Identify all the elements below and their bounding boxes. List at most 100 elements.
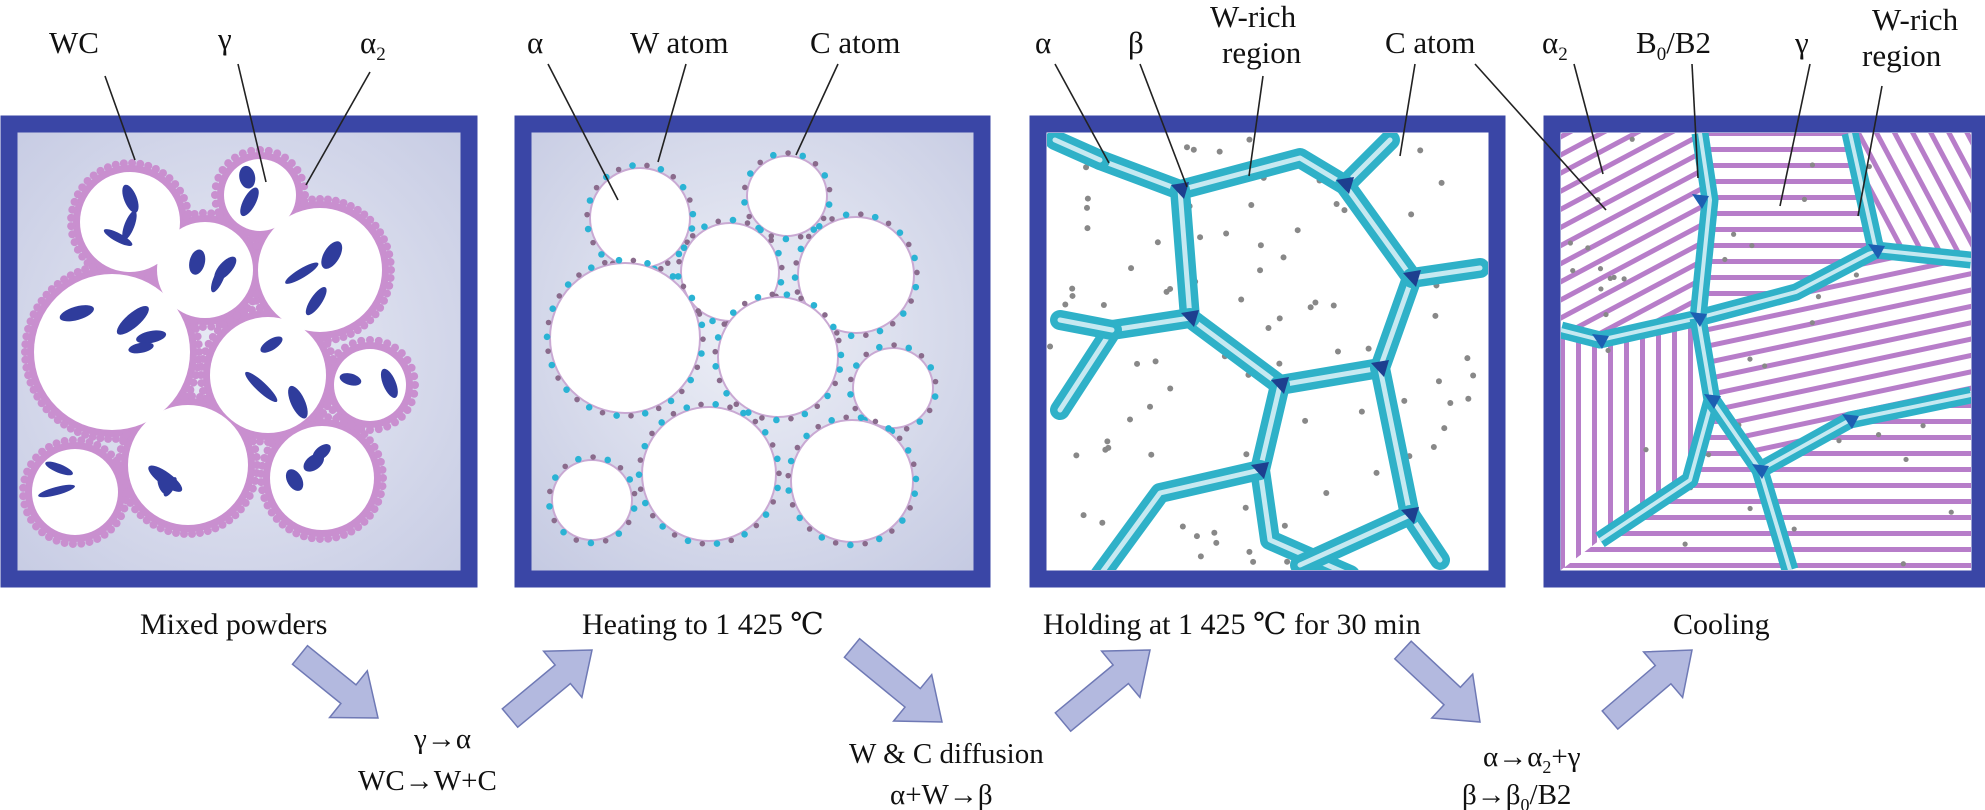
- panel-mixed-powders: [0, 115, 478, 588]
- rim-bead: [60, 538, 69, 547]
- rim-bead: [260, 453, 269, 462]
- w-atom: [613, 412, 620, 419]
- c-atom: [1341, 207, 1348, 214]
- c-atom: [562, 463, 569, 470]
- rim-bead: [27, 460, 36, 469]
- c-atom: [628, 412, 634, 419]
- c-atom: [733, 401, 740, 408]
- c-atom: [1900, 561, 1906, 567]
- c-atom: [910, 461, 917, 468]
- w-rich-region: [1171, 182, 1189, 199]
- rim-bead: [218, 520, 227, 529]
- rim-bead: [323, 195, 332, 204]
- rim-bead: [19, 483, 28, 492]
- alpha-particle: [797, 216, 915, 334]
- w-atom: [830, 323, 837, 331]
- rim-bead: [211, 524, 220, 533]
- rim-bead: [376, 490, 385, 499]
- c-atom: [1722, 256, 1728, 263]
- c-atom: [1083, 204, 1090, 211]
- rim-bead: [68, 539, 77, 548]
- c-atom: [794, 289, 801, 295]
- rim-bead: [128, 159, 137, 168]
- w-atom: [824, 392, 831, 400]
- rim-bead: [219, 320, 228, 329]
- rim-bead: [324, 398, 333, 407]
- alpha-particles: [543, 150, 939, 549]
- c-atom: [637, 457, 644, 463]
- rim-bead: [231, 511, 240, 520]
- rim-bead: [136, 511, 145, 520]
- c-atom: [1465, 395, 1472, 402]
- c-atom: [863, 351, 870, 358]
- leader-lines: [104, 63, 1883, 217]
- c-atom: [1047, 343, 1054, 350]
- c-atom: [1134, 360, 1141, 367]
- w-atom: [642, 499, 649, 507]
- rim-bead: [365, 436, 374, 445]
- wc-particle: [305, 286, 327, 316]
- rim-bead: [251, 445, 260, 454]
- rim-bead: [96, 261, 105, 270]
- c-atom: [1280, 254, 1287, 261]
- c-atom: [1248, 202, 1255, 209]
- rim-bead: [144, 161, 153, 170]
- c-atom: [832, 540, 839, 546]
- process-arrow: [501, 649, 593, 729]
- rim-bead: [172, 528, 181, 537]
- c-atom: [590, 239, 596, 246]
- rim-bead: [287, 159, 296, 168]
- alpha-particle: [641, 406, 777, 542]
- rim-bead: [391, 343, 400, 352]
- rim-bead: [81, 265, 90, 274]
- powder-particle: [334, 349, 406, 421]
- rim-bead: [308, 195, 317, 204]
- rim-bead: [378, 465, 387, 474]
- rim-bead: [29, 310, 38, 319]
- stage-label-cooling: Cooling: [1673, 608, 1770, 641]
- c-atom: [914, 269, 920, 276]
- rim-bead: [100, 445, 109, 454]
- w-atom: [741, 199, 748, 206]
- c-atom: [1197, 553, 1204, 560]
- w-atom: [847, 332, 855, 340]
- rim-bead: [20, 500, 29, 509]
- rim-bead: [272, 433, 281, 442]
- alpha-particle: [746, 155, 828, 237]
- rim-bead: [371, 310, 380, 319]
- rim-bead: [247, 146, 256, 155]
- w-atom: [904, 447, 912, 454]
- reaction-wc-decomposition: WC→W+C: [358, 765, 497, 797]
- w-atom: [698, 350, 705, 357]
- label-alpha2: α2: [360, 25, 386, 65]
- c-atom: [862, 540, 868, 547]
- rim-bead: [21, 340, 30, 349]
- c-atom: [1276, 360, 1283, 367]
- c-atom: [1920, 423, 1926, 429]
- powder-particle: [270, 426, 374, 530]
- rim-bead: [116, 445, 125, 454]
- rim-bead: [230, 153, 239, 162]
- rim-bead: [182, 212, 191, 221]
- w-atom: [679, 183, 687, 191]
- c-atom: [769, 442, 776, 448]
- w-atom: [757, 226, 764, 234]
- w-atom: [810, 301, 818, 309]
- w-atom: [912, 475, 920, 483]
- w-atom: [615, 530, 623, 537]
- c-atom: [1190, 146, 1197, 153]
- rim-bead: [93, 534, 102, 543]
- c-atom: [547, 488, 553, 495]
- c-atom: [1791, 526, 1797, 532]
- rim-bead: [248, 297, 257, 306]
- rim-bead: [297, 173, 306, 182]
- w-atom: [560, 528, 567, 536]
- c-atom: [712, 348, 719, 355]
- w-atom: [659, 523, 666, 530]
- w-atom: [911, 254, 918, 262]
- rim-bead: [23, 508, 32, 517]
- rim-bead: [252, 452, 261, 461]
- process-arrow: [843, 637, 943, 723]
- c-atom: [551, 517, 558, 524]
- rim-bead: [77, 436, 86, 445]
